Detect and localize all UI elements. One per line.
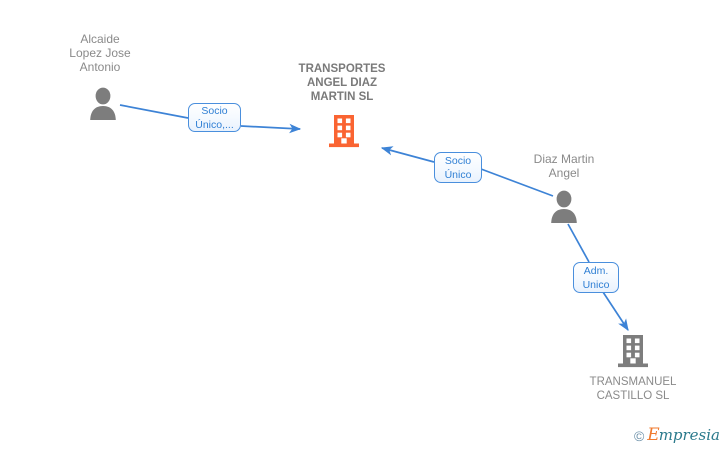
connector-adm-to-transmanuel xyxy=(602,291,629,331)
person-icon-glyph xyxy=(551,190,577,223)
node-label-person-diaz: Diaz Martin Angel xyxy=(533,152,595,180)
building-icon-transportes[interactable] xyxy=(327,113,361,149)
watermark-brand-rest: mpresia xyxy=(658,426,720,444)
connector-label-to-transportes-right xyxy=(380,146,435,163)
person-icon-diaz[interactable] xyxy=(549,189,579,225)
watermark-brand-initial: E xyxy=(647,425,660,445)
person-icon-glyph xyxy=(90,87,116,120)
edge-label-socio-unico-alcaide[interactable]: Socio Único,... xyxy=(188,103,241,132)
connector-label-to-transportes xyxy=(240,123,302,134)
copyright-icon: © xyxy=(633,427,645,444)
person-icon[interactable] xyxy=(88,86,118,122)
connector-alcaide-to-label xyxy=(119,104,189,119)
node-label-company-transportes: TRANSPORTES ANGEL DIAZ MARTIN SL xyxy=(298,63,386,103)
connector-diaz-to-adm-label xyxy=(567,223,590,263)
node-label-person-alcaide: Alcaide Lopez Jose Antonio xyxy=(69,32,131,74)
building-icon-transmanuel[interactable] xyxy=(616,333,650,369)
edge-label-socio-unico-diaz[interactable]: Socio Único xyxy=(434,152,482,183)
building-icon-glyph xyxy=(329,115,359,148)
edge-label-adm-unico[interactable]: Adm. Unico xyxy=(573,262,619,293)
node-label-company-transmanuel: TRANSMANUEL CASTILLO SL xyxy=(589,376,677,402)
building-icon-glyph xyxy=(618,335,648,368)
